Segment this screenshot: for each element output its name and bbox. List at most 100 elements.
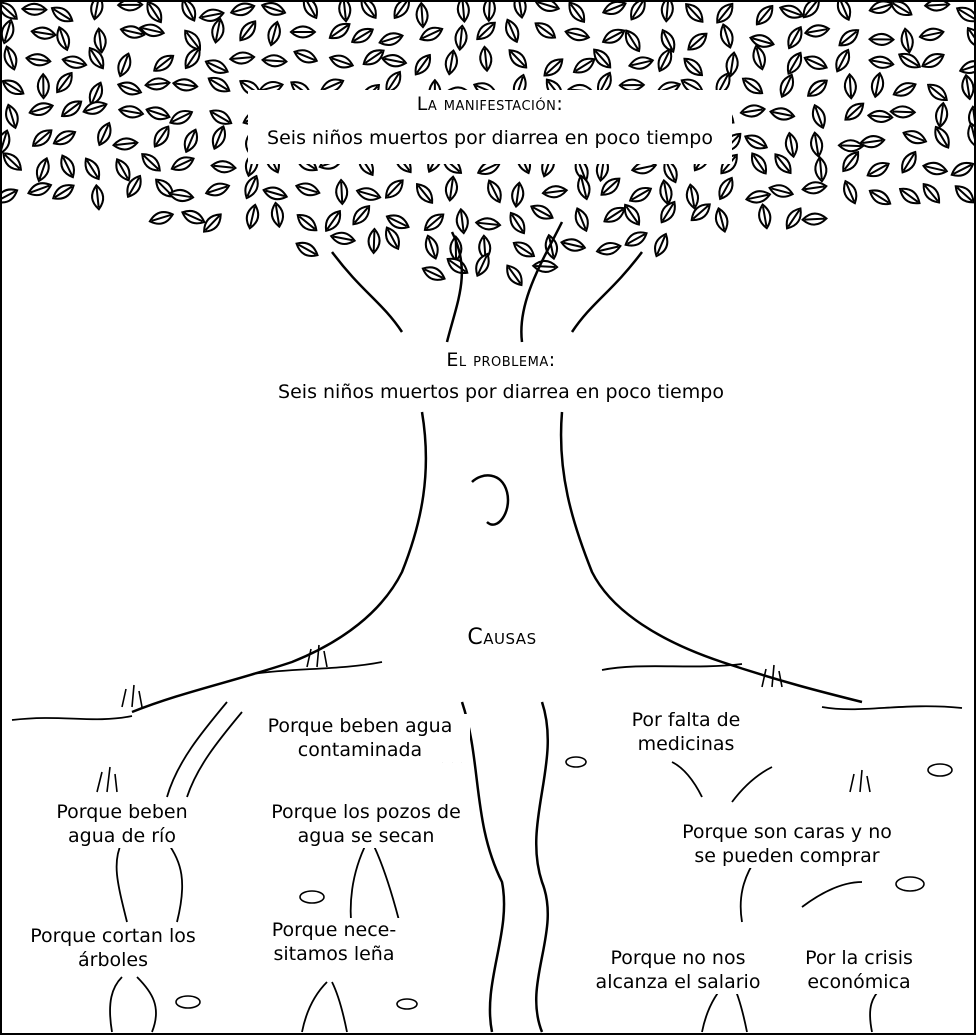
leaf [3, 45, 18, 71]
leaf [618, 78, 646, 92]
leaf [211, 17, 225, 44]
leaf [2, 188, 19, 204]
grass-tufts [96, 644, 871, 793]
leaf [84, 157, 101, 181]
leaf [922, 182, 941, 204]
leaf [456, 2, 470, 24]
leaf [329, 231, 357, 246]
leaf [806, 79, 828, 97]
cause-need-firewood: Porque nece- sitamos leña [264, 918, 404, 966]
leaf [958, 60, 974, 74]
leaf [380, 54, 408, 68]
leaf [950, 161, 974, 177]
leaf [511, 181, 525, 209]
leaf [146, 2, 163, 24]
leaf [350, 27, 375, 44]
leaf [385, 70, 402, 94]
leaf [768, 184, 795, 198]
leaf [27, 182, 53, 197]
leaf [421, 266, 446, 281]
leaf [719, 23, 734, 49]
leaf [512, 241, 536, 258]
leaf [844, 102, 865, 121]
leaf [720, 153, 738, 175]
leaf [385, 214, 410, 230]
leaf [901, 150, 917, 174]
leaf [444, 175, 458, 202]
leaf [955, 6, 974, 23]
leaf [126, 174, 142, 199]
leaf [918, 27, 945, 42]
leaf [934, 125, 950, 149]
leaf [513, 2, 527, 19]
leaf [415, 2, 429, 29]
leaf [902, 130, 928, 145]
leaf [60, 100, 83, 118]
ground-line [11, 661, 963, 721]
leaf [568, 2, 586, 24]
leaf [52, 130, 77, 146]
leaf [171, 78, 199, 92]
leaf [97, 121, 112, 147]
cause-wells-dry-up: Porque los pozos de agua se secan [256, 800, 476, 848]
leaf [690, 203, 711, 222]
manifestation-text: Seis niños muertos por diarrea en poco t… [267, 127, 713, 149]
manifestation-heading: La manifestación: [416, 93, 564, 115]
leaf [167, 188, 195, 203]
leaf [475, 252, 490, 278]
leaf [50, 6, 74, 23]
leaf [335, 178, 349, 206]
leaf [900, 27, 914, 54]
leaf [153, 125, 170, 148]
leaf [663, 158, 678, 184]
leaf [82, 101, 108, 115]
leaf [474, 217, 502, 231]
leaf [93, 27, 107, 54]
leaf [628, 187, 653, 203]
leaf [803, 55, 829, 70]
leaf [153, 54, 175, 72]
leaf [801, 181, 828, 195]
leaf [718, 176, 734, 201]
leaf [660, 2, 674, 23]
leaf [362, 49, 385, 66]
leaf [508, 49, 528, 69]
leaf [509, 211, 526, 235]
cause-lack-of-medicine: Por falta de medicinas [606, 708, 766, 756]
leaf [455, 207, 469, 235]
leaf [802, 2, 820, 19]
leaf [289, 25, 317, 39]
leaf [868, 2, 895, 14]
leaf [801, 212, 828, 226]
leaf [505, 18, 520, 44]
leaf [601, 2, 627, 15]
leaf [744, 134, 769, 150]
leaf [36, 72, 50, 100]
leaf [534, 22, 557, 39]
leaf [811, 103, 826, 130]
leaf [203, 213, 222, 233]
leaf [141, 153, 161, 172]
leaf [624, 231, 648, 247]
leaf [145, 106, 171, 121]
leaf [444, 49, 458, 76]
leaf [623, 203, 641, 226]
leaf [660, 28, 676, 54]
leaf [868, 32, 895, 46]
leaf [270, 201, 285, 229]
leaf [544, 233, 559, 261]
leaf [837, 139, 865, 153]
leaf [685, 3, 704, 23]
leaf [627, 56, 655, 70]
leaf [843, 179, 858, 205]
leaf [181, 209, 206, 225]
leaf [838, 29, 860, 47]
leaf [25, 53, 52, 67]
problem-heading: El problema: [446, 349, 556, 371]
leaf [229, 2, 256, 17]
leaf [454, 24, 468, 52]
leaf [750, 152, 768, 175]
leaf [868, 189, 892, 206]
leaf [898, 187, 921, 205]
leaf [755, 4, 774, 26]
